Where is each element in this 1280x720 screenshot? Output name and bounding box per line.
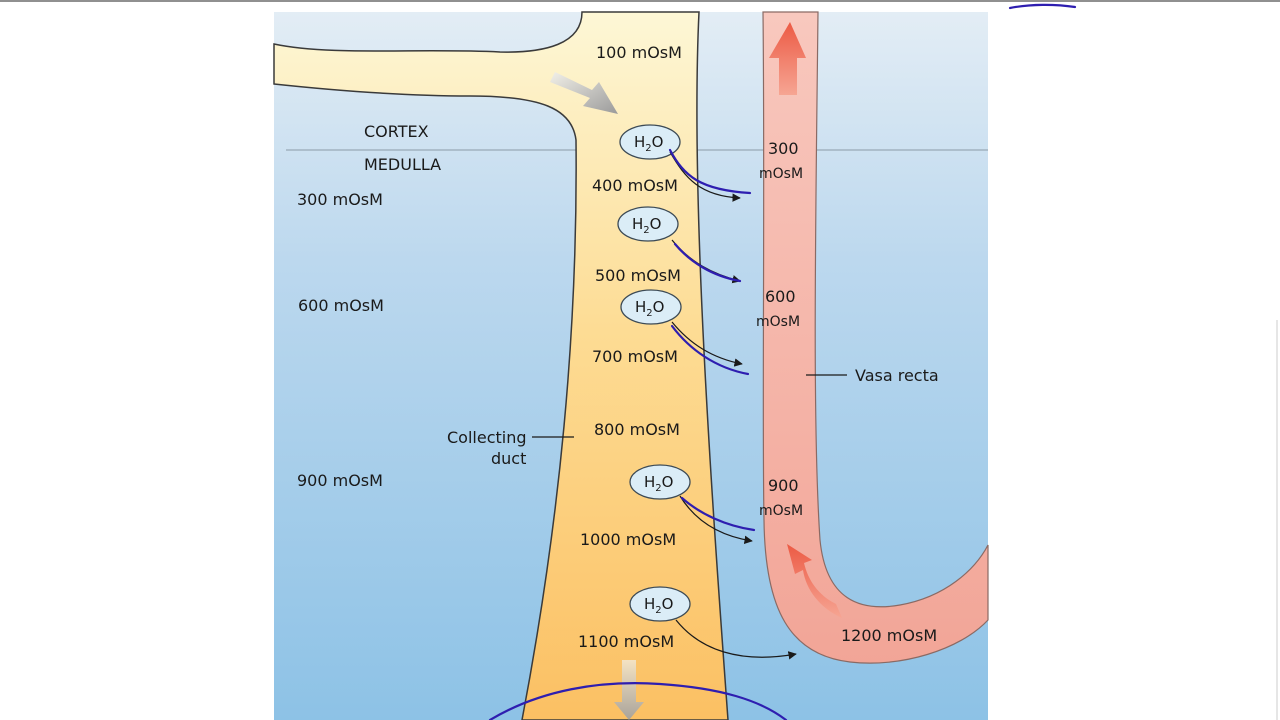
water-arrow-5 — [675, 619, 797, 660]
duct-label-400: 400 mOsM — [592, 176, 678, 195]
vessel-unit-300: mOsM — [759, 166, 803, 182]
vessel-arrow-up-top — [769, 22, 806, 95]
duct-label-100: 100 mOsM — [596, 43, 682, 62]
flow-arrow-into-duct — [550, 72, 618, 114]
collecting-duct-callout-2: duct — [491, 449, 526, 468]
vessel-arrow-up-bottom — [787, 544, 842, 618]
collecting-duct-callout-1: Collecting — [447, 428, 527, 447]
interstitium-label-300: 300 mOsM — [297, 190, 383, 209]
duct-label-800: 800 mOsM — [594, 420, 680, 439]
duct-label-1100: 1100 mOsM — [578, 632, 674, 651]
interstitium-label-600: 600 mOsM — [298, 296, 384, 315]
medulla-label: MEDULLA — [364, 155, 441, 174]
svg-text:H2O: H2O — [634, 133, 663, 154]
svg-text:H2O: H2O — [644, 595, 673, 616]
vessel-value-300: 300 — [768, 139, 799, 158]
water-molecule-5: H2O — [629, 586, 691, 622]
duct-label-700: 700 mOsM — [592, 347, 678, 366]
annotation-strokes — [488, 3, 1077, 720]
svg-text:H2O: H2O — [644, 473, 673, 494]
svg-text:H2O: H2O — [635, 298, 664, 319]
duct-label-500: 500 mOsM — [595, 266, 681, 285]
water-arrow-4 — [679, 495, 753, 544]
interstitium-label-900: 900 mOsM — [297, 471, 383, 490]
svg-text:H2O: H2O — [632, 215, 661, 236]
water-molecule-3: H2O — [620, 289, 682, 325]
cortex-label: CORTEX — [364, 122, 429, 141]
vessel-value-600: 600 — [765, 287, 796, 306]
vasa-recta-callout: Vasa recta — [855, 366, 939, 385]
flow-arrow-out-duct — [614, 660, 644, 720]
duct-label-1000: 1000 mOsM — [580, 530, 676, 549]
vessel-value-900: 900 — [768, 476, 799, 495]
water-molecule-1: H2O — [619, 124, 681, 160]
vessel-unit-600: mOsM — [756, 314, 800, 330]
water-arrow-3 — [671, 321, 743, 367]
water-molecule-2: H2O — [617, 206, 679, 242]
vessel-unit-900: mOsM — [759, 503, 803, 519]
water-molecule-4: H2O — [629, 464, 691, 500]
vessel-label-1200: 1200 mOsM — [841, 626, 937, 645]
